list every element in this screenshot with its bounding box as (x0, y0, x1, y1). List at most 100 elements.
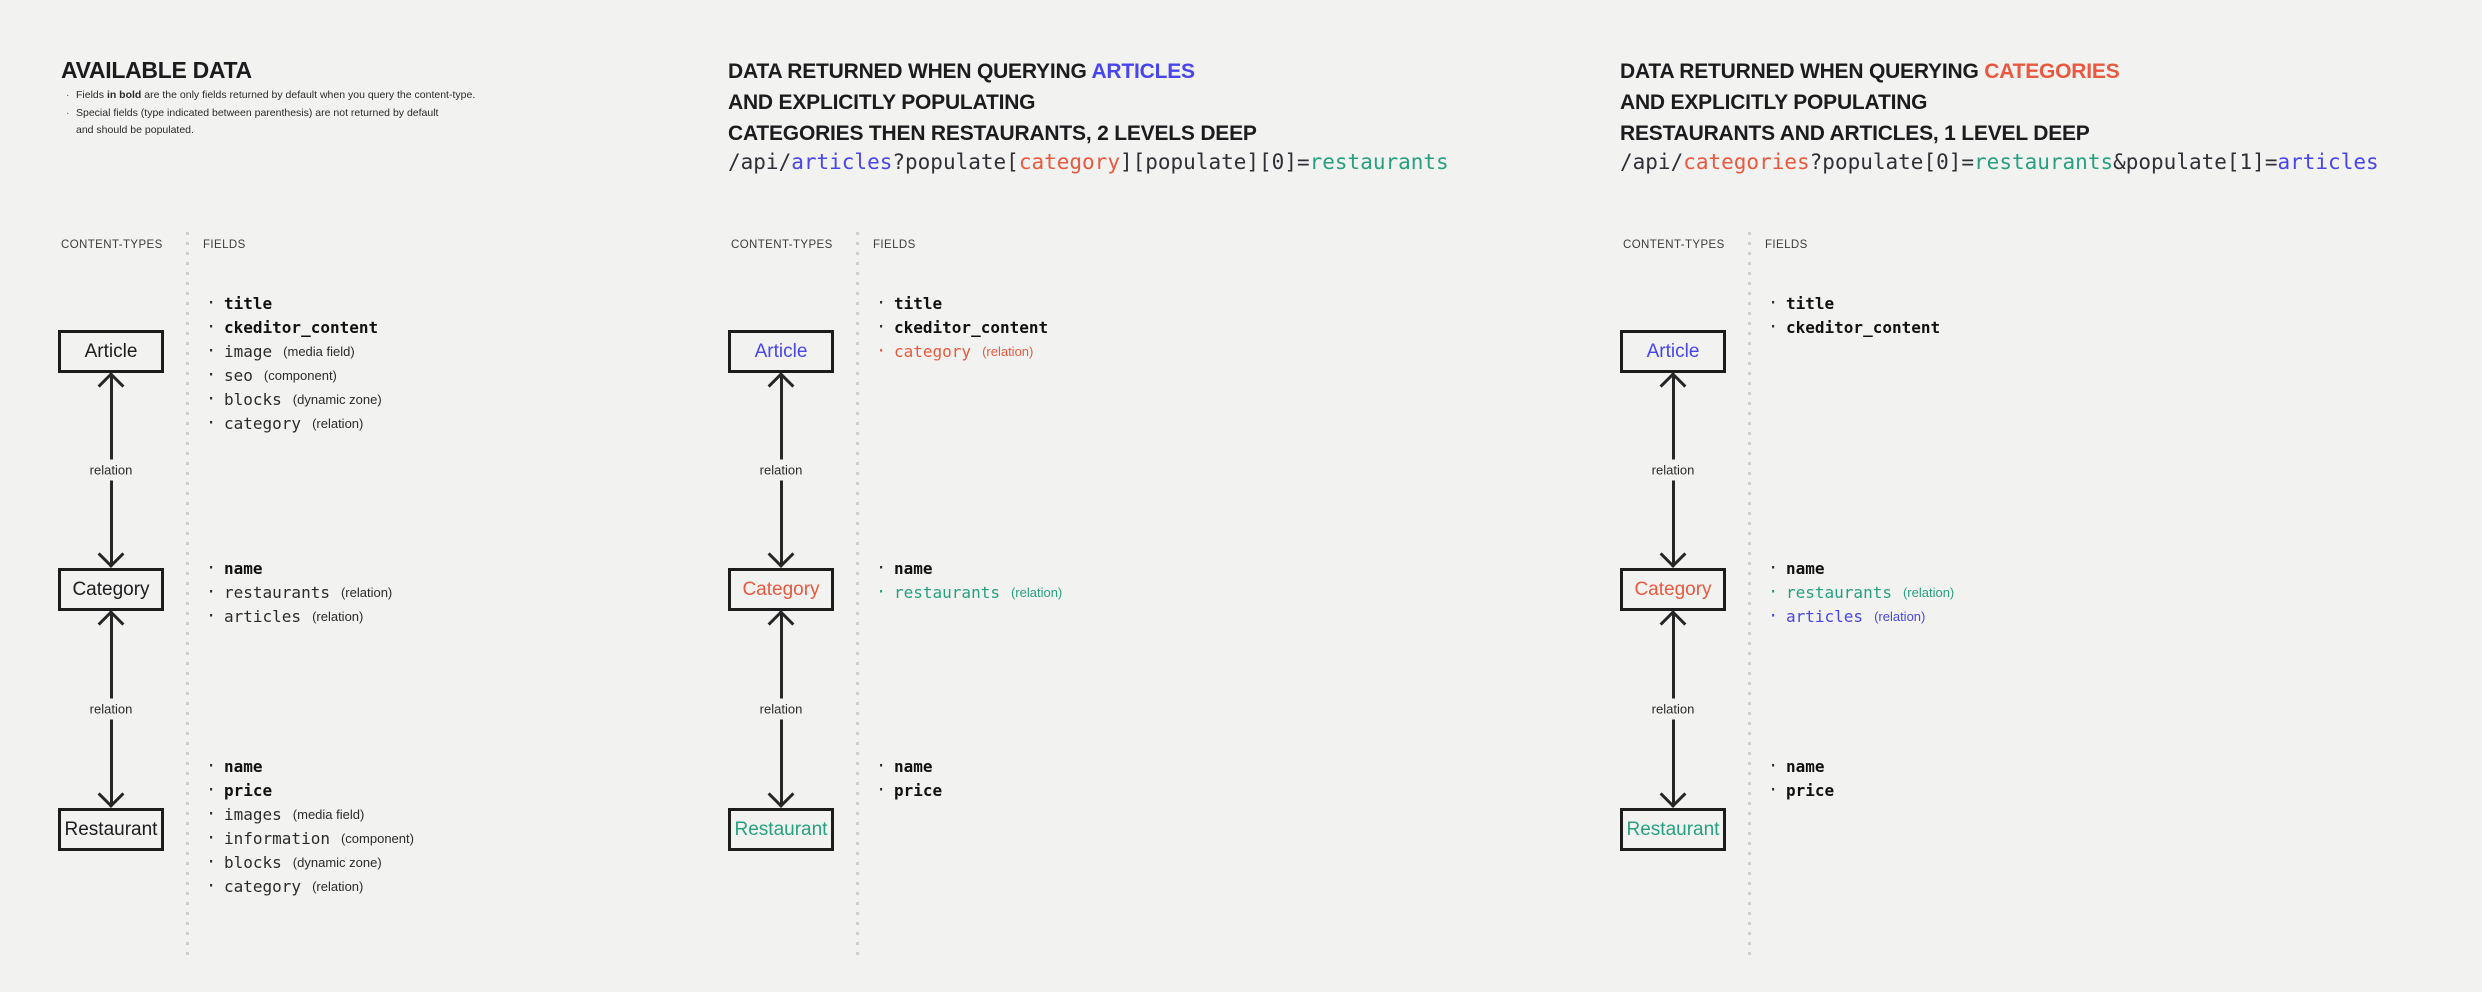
panel-title-line: AND EXPLICITLY POPULATING (728, 91, 1036, 115)
field-name: images (224, 804, 282, 824)
relation-label: relation (84, 459, 138, 481)
url-segment: category (1018, 150, 1120, 174)
field-item: ·ckeditor_content (876, 315, 1048, 339)
content-types-header: CONTENT-TYPES (61, 239, 163, 251)
fields-list-article: ·title · ckeditor_content (1768, 291, 1940, 339)
field-item: ·name (206, 754, 414, 778)
url-segment: ?populate[0]= (1809, 150, 1975, 174)
url-segment: /api/ (1620, 150, 1684, 174)
panel-title-line: RESTAURANTS AND ARTICLES, 1 LEVEL DEEP (1620, 122, 2090, 146)
field-name: price (224, 780, 273, 800)
field-item: ·ckeditor_content (206, 315, 382, 339)
field-type: (relation) (312, 878, 364, 894)
field-item: ·restaurants(relation) (206, 580, 392, 604)
field-item: ·articles(relation) (1768, 604, 1954, 628)
field-name: image (224, 341, 273, 361)
page-title: DATA RETURNED WHEN QUERYING CATEGORIES A… (1620, 56, 2120, 149)
bullet-icon: · (876, 582, 887, 602)
field-name: title (1786, 293, 1835, 313)
field-type: (dynamic zone) (292, 854, 382, 870)
field-name: articles (224, 606, 302, 626)
field-item: · ckeditor_content (1768, 315, 1940, 339)
relation-arrow: relation (84, 372, 138, 568)
title-highlight-articles: ARTICLES (1091, 60, 1195, 84)
field-item: ·price (876, 778, 942, 802)
panel-title-line: DATA RETURNED WHEN QUERYING CATEGORIES (1620, 60, 2120, 84)
relation-label: relation (1646, 698, 1700, 720)
field-name: restaurants (894, 582, 1000, 602)
bullet-icon: · (206, 582, 217, 602)
field-name: blocks (224, 852, 282, 872)
bullet-icon: · (1768, 582, 1779, 602)
field-name: name (224, 558, 263, 578)
field-name: name (1786, 756, 1825, 776)
bullet-icon: · (1768, 780, 1779, 800)
field-name: price (1786, 780, 1835, 800)
field-name: ckeditor_content (224, 317, 379, 337)
bullet-icon: · (876, 756, 887, 776)
relation-label: relation (754, 459, 808, 481)
field-item: ·title (1768, 291, 1940, 315)
relation-label: relation (1646, 459, 1700, 481)
note-text: Special fields (type indicated between p… (76, 106, 439, 137)
field-name: ckeditor_content (1786, 317, 1941, 337)
fields-list-restaurant: ·name ·price ·images(media field) ·infor… (206, 754, 414, 898)
box-label: Category (1634, 578, 1712, 600)
field-type: (relation) (1902, 584, 1955, 600)
field-item: ·seo(component) (206, 363, 382, 387)
panel-query-categories: DATA RETURNED WHEN QUERYING CATEGORIES A… (1620, 0, 2379, 992)
fields-list-restaurant: ·name ·price (1768, 754, 1834, 802)
bullet-icon: · (876, 558, 887, 578)
content-type-box-article: Article (728, 330, 834, 373)
bullet-icon: · (206, 558, 217, 578)
field-item: · price (206, 778, 414, 802)
box-label: Category (742, 578, 820, 600)
content-type-box-restaurant: Restaurant (728, 808, 834, 851)
bullet-icon: · (66, 89, 70, 101)
field-item: · blocks (dynamic zone) (206, 850, 414, 874)
box-label: Category (72, 578, 150, 600)
panel-query-articles: DATA RETURNED WHEN QUERYING ARTICLES AND… (728, 0, 1449, 992)
field-item: ·category(relation) (206, 411, 382, 435)
bullet-icon: · (206, 389, 217, 409)
bullet-icon: · (206, 852, 217, 872)
fields-list-restaurant: ·name ·price (876, 754, 942, 802)
field-name: articles (1786, 606, 1864, 626)
relation-label: relation (754, 698, 808, 720)
page-title: DATA RETURNED WHEN QUERYING ARTICLES AND… (728, 56, 1257, 149)
field-type: (dynamic zone) (292, 391, 382, 407)
content-type-box-restaurant: Restaurant (1620, 808, 1726, 851)
field-item: ·information(component) (206, 826, 414, 850)
field-name: blocks (224, 389, 282, 409)
bullet-icon: · (1768, 317, 1779, 337)
field-name: ckeditor_content (894, 317, 1049, 337)
bullet-icon: · (206, 780, 217, 800)
bullet-icon: · (206, 756, 217, 776)
relation-arrow: relation (84, 610, 138, 808)
arrowhead-down-icon (767, 541, 795, 568)
arrowhead-down-icon (767, 781, 795, 808)
field-item: ·title (876, 291, 1048, 315)
field-item: ·name (876, 754, 942, 778)
page-title: AVAILABLE DATA (61, 57, 252, 84)
url-segment: ?populate[ (892, 150, 1019, 174)
field-type: (media field) (283, 343, 355, 359)
dotted-divider (1748, 232, 1751, 958)
panel-available-data: AVAILABLE DATA · Fields in bold are the … (58, 0, 758, 992)
fields-list-category: ·name ·restaurants(relation) ·articles(r… (1768, 556, 1954, 628)
field-name: name (894, 558, 933, 578)
field-item: ·articles(relation) (206, 604, 392, 628)
arrowhead-down-icon (97, 541, 125, 568)
bullet-icon: · (206, 365, 217, 385)
fields-header: FIELDS (873, 239, 916, 251)
field-item: · blocks (dynamic zone) (206, 387, 382, 411)
box-label: Article (754, 340, 808, 362)
field-name: title (224, 293, 273, 313)
field-item: ·category(relation) (206, 874, 414, 898)
dotted-divider (856, 232, 859, 958)
note-item: · Fields in bold are the only fields ret… (66, 87, 506, 105)
panel-title-line: CATEGORIES THEN RESTAURANTS, 2 LEVELS DE… (728, 122, 1257, 146)
arrowhead-down-icon (1659, 781, 1687, 808)
field-item: · name (876, 556, 1062, 580)
